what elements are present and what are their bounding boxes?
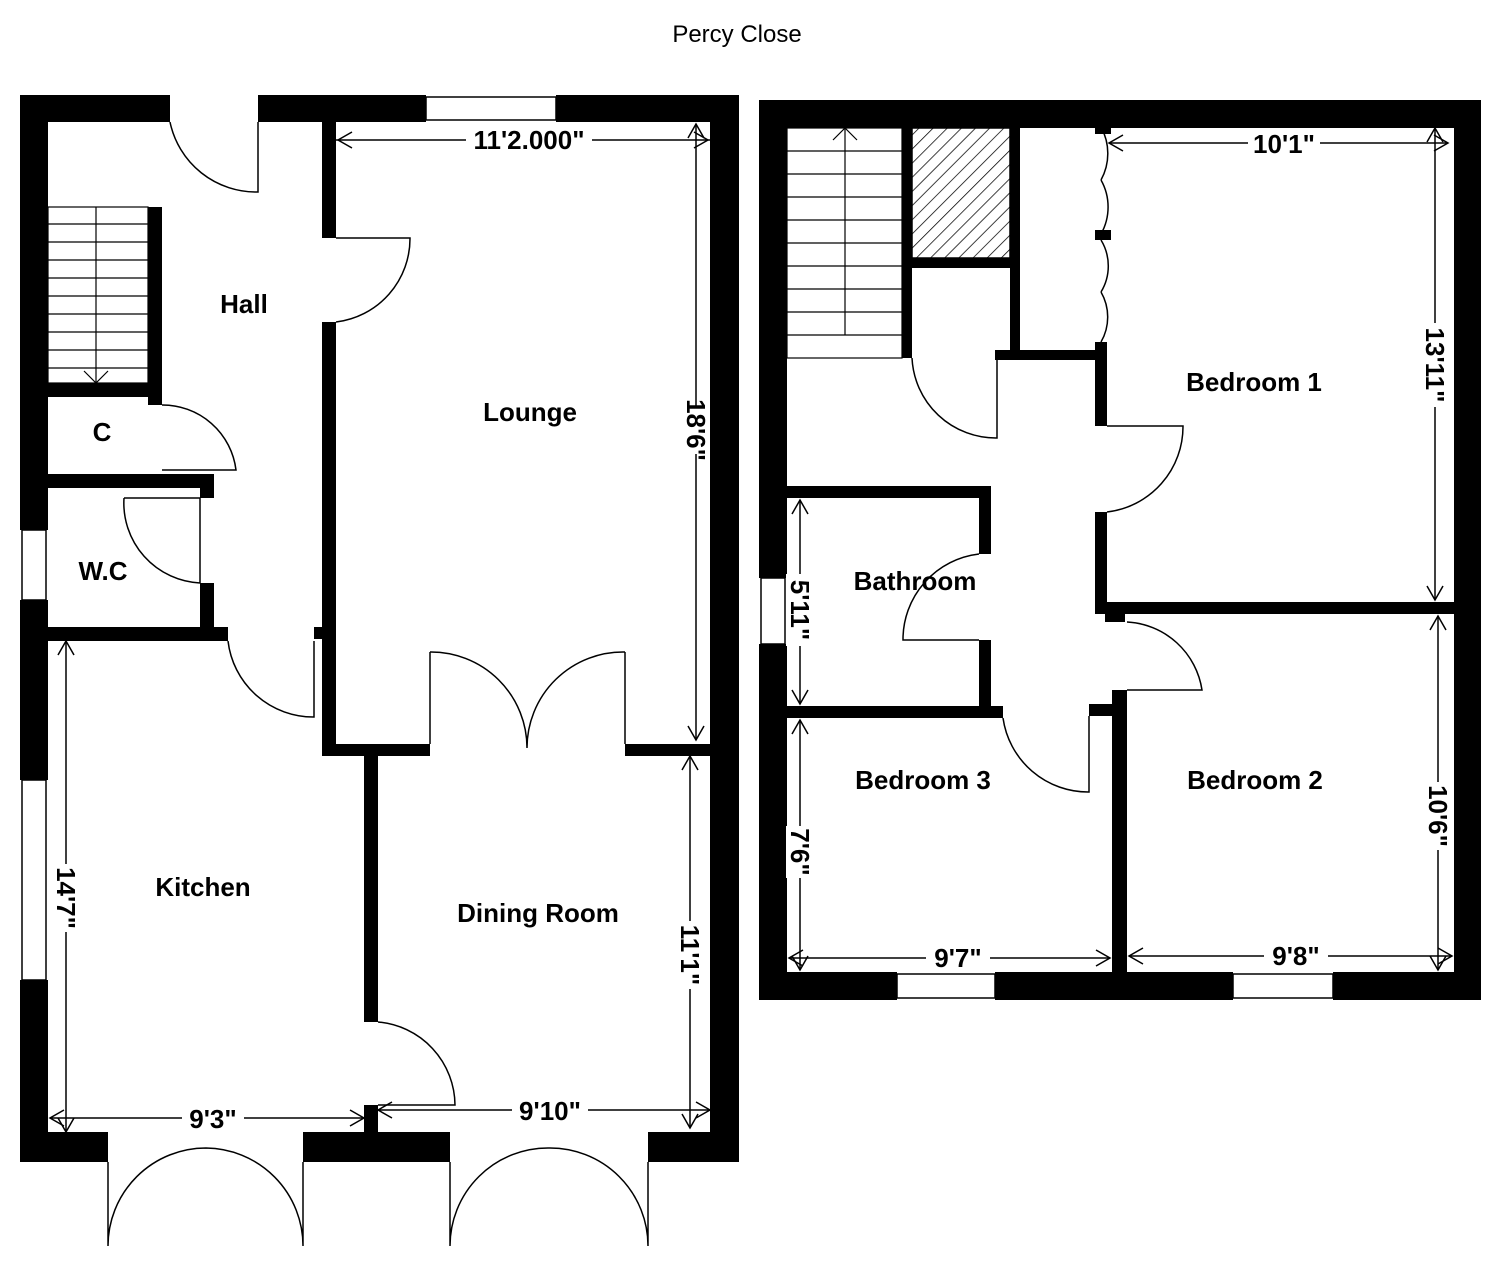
- wall: [902, 128, 912, 358]
- airing-cupboard: [911, 127, 1011, 259]
- wall: [902, 258, 1020, 268]
- first-floor: Bedroom 1 Bathroom Bedroom 3 Bedroom 2 1…: [759, 100, 1481, 1000]
- kitchen-french-doors: [107, 1147, 304, 1247]
- wall: [556, 95, 739, 122]
- wall: [1095, 512, 1107, 614]
- wall: [46, 627, 228, 641]
- room-label-cupboard: C: [93, 417, 112, 447]
- wall: [979, 640, 991, 718]
- landing-cupboard-door: [911, 357, 998, 439]
- room-label-kitchen: Kitchen: [155, 872, 250, 902]
- wall: [759, 100, 787, 578]
- wall: [314, 627, 334, 639]
- room-label-dining-room: Dining Room: [457, 898, 619, 928]
- front-door: [169, 121, 259, 193]
- wall: [322, 322, 336, 756]
- wall: [995, 350, 1095, 360]
- window: [21, 529, 47, 601]
- dimension-label: 11'2.000": [473, 125, 584, 155]
- wall: [1333, 972, 1481, 1000]
- wall: [759, 100, 1481, 128]
- wall: [1095, 602, 1465, 614]
- wall: [200, 583, 214, 639]
- bedroom3-door: [1002, 716, 1090, 793]
- dimension-label: 18'6": [681, 399, 711, 461]
- window: [760, 577, 786, 645]
- wall: [46, 383, 162, 397]
- bedroom2-door: [1126, 621, 1203, 691]
- room-label-lounge: Lounge: [483, 397, 577, 427]
- wall: [979, 486, 991, 554]
- bathroom-door: [902, 553, 980, 641]
- window: [425, 96, 557, 121]
- wardrobe-door: [1100, 179, 1109, 235]
- lounge-door: [335, 237, 411, 323]
- wall: [20, 980, 48, 1162]
- wardrobe-door: [1100, 239, 1110, 293]
- window: [21, 779, 47, 981]
- lounge-double-door: [429, 651, 626, 749]
- wall: [200, 474, 214, 498]
- kitchen-door: [227, 640, 315, 718]
- wall: [625, 744, 715, 756]
- wall: [759, 644, 787, 1000]
- wall: [46, 474, 210, 488]
- dimension-label: 10'6": [1423, 785, 1453, 847]
- wall: [1105, 602, 1125, 622]
- wardrobe-door: [1100, 126, 1109, 181]
- staircase: [47, 206, 149, 384]
- dimension-label: 11'1": [675, 925, 705, 985]
- window: [896, 973, 996, 999]
- wall: [787, 486, 991, 498]
- wall: [322, 744, 430, 756]
- dimension-label: 9'3": [189, 1104, 236, 1134]
- wall: [1112, 690, 1127, 980]
- wc-door: [123, 497, 201, 584]
- wardrobe-door: [1100, 291, 1109, 343]
- dimension-label: 5'11": [785, 580, 815, 640]
- wall: [1095, 342, 1107, 426]
- wall: [787, 706, 1003, 718]
- wall: [1454, 100, 1481, 1000]
- wall: [322, 118, 336, 238]
- room-label-hall: Hall: [220, 289, 268, 319]
- dimension-label: 7'6": [785, 828, 815, 875]
- room-label-wc: W.C: [78, 556, 127, 586]
- dimension-label: 9'8": [1272, 941, 1319, 971]
- dimension-label: 14'7": [51, 867, 81, 929]
- wall: [1095, 230, 1111, 240]
- dimension-label: 9'10": [519, 1096, 581, 1126]
- wall: [364, 1105, 378, 1135]
- wall: [648, 1132, 739, 1162]
- staircase: [786, 127, 903, 359]
- dining-kitchen-door: [377, 1021, 456, 1106]
- bedroom1-door: [1106, 425, 1184, 513]
- wall: [303, 1132, 450, 1162]
- wall: [20, 600, 48, 780]
- plan-title: Percy Close: [672, 21, 801, 48]
- dining-french-doors: [449, 1147, 649, 1247]
- wall: [258, 95, 426, 122]
- wall: [20, 95, 48, 530]
- wall: [710, 95, 739, 1162]
- room-label-bathroom: Bathroom: [854, 566, 977, 596]
- wall: [148, 207, 162, 405]
- wall: [1010, 128, 1020, 358]
- room-label-bedroom-1: Bedroom 1: [1186, 367, 1322, 397]
- wall: [364, 756, 378, 1022]
- wall: [20, 1132, 108, 1162]
- wall: [759, 972, 897, 1000]
- room-label-bedroom-2: Bedroom 2: [1187, 765, 1323, 795]
- dimension-label: 13'11": [1420, 328, 1450, 403]
- dimension-label: 10'1": [1253, 129, 1315, 159]
- dimension-label: 9'7": [934, 943, 981, 973]
- room-label-bedroom-3: Bedroom 3: [855, 765, 991, 795]
- cupboard-door: [161, 404, 237, 471]
- window: [1232, 973, 1334, 999]
- ground-floor: Hall Lounge C W.C Kitchen Dining Room 11…: [20, 95, 739, 1247]
